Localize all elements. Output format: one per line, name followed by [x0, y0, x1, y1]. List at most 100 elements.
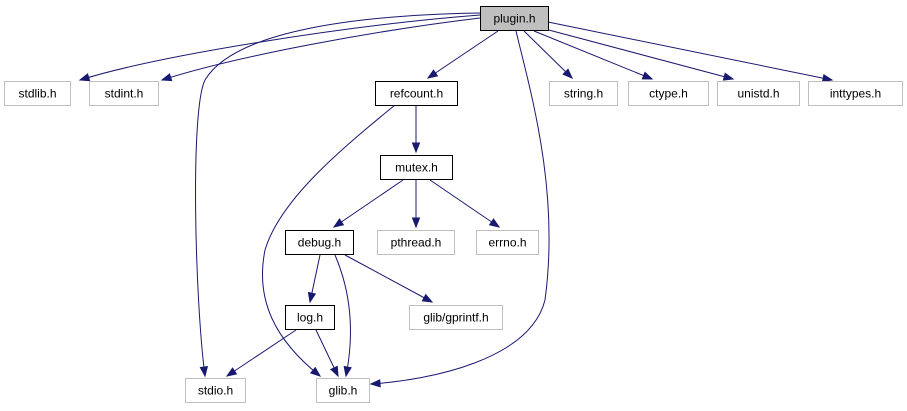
node-errno[interactable]: errno.h [476, 230, 539, 255]
node-box[interactable] [4, 81, 71, 106]
edge-plugin-to-stdlib [78, 14, 481, 82]
edge-line [334, 254, 351, 377]
edge-arrowhead [332, 218, 345, 228]
edge-debug-to-gprintf [344, 254, 434, 303]
node-ctype[interactable]: ctype.h [628, 81, 709, 106]
edge-line [533, 30, 653, 80]
edge-arrowhead [160, 73, 173, 82]
edge-line [344, 254, 433, 303]
edge-arrowhead [488, 218, 501, 228]
node-label: stdlib.h [18, 87, 56, 101]
node-label: pthread.h [391, 236, 442, 250]
node-label: errno.h [488, 236, 526, 250]
node-label: glib.h [329, 384, 358, 398]
edge-arrowhead [562, 68, 573, 79]
edge-line [547, 21, 833, 81]
edge-line [79, 14, 481, 81]
node-label: unistd.h [737, 87, 779, 101]
edge-mutex-to-errno [429, 179, 501, 228]
edge-arrowhead [421, 293, 434, 303]
edge-arrowhead [78, 73, 91, 82]
edge-arrowhead [426, 69, 439, 79]
edge-debug-to-glib [334, 254, 352, 378]
node-box[interactable] [375, 81, 458, 106]
node-box[interactable] [185, 378, 246, 403]
node-stdint[interactable]: stdint.h [89, 81, 159, 106]
edge-plugin-to-refcount [426, 30, 499, 79]
edge-line [429, 179, 500, 228]
edge-plugin-to-inttypes [547, 21, 834, 83]
edges-layer [78, 12, 834, 388]
edge-arrowhead [309, 366, 322, 377]
edge-plugin-to-glib [369, 30, 550, 388]
node-box[interactable] [377, 230, 455, 255]
node-label: inttypes.h [830, 87, 881, 101]
node-gprintf[interactable]: glib/gprintf.h [409, 305, 503, 330]
edge-arrowhead [821, 73, 834, 83]
node-box[interactable] [476, 230, 539, 255]
node-label: stdio.h [198, 384, 233, 398]
edge-arrowhead [330, 365, 339, 378]
edge-arrowhead [343, 365, 352, 378]
edge-line [161, 17, 481, 81]
node-mutex[interactable]: mutex.h [380, 155, 453, 180]
nodes-layer: plugin.h stdlib.h stdint.h refcount.h string… [4, 6, 903, 403]
node-inttypes[interactable]: inttypes.h [808, 81, 903, 106]
edge-arrowhead [411, 217, 421, 229]
edge-refcount-to-mutex [411, 105, 421, 154]
node-box[interactable] [717, 81, 800, 106]
node-label: string.h [564, 87, 603, 101]
node-box[interactable] [808, 81, 903, 106]
edge-plugin-to-ctype [533, 30, 654, 80]
edge-arrowhead [722, 72, 735, 81]
node-stdlib[interactable]: stdlib.h [4, 81, 71, 106]
node-label: plugin.h [493, 12, 535, 26]
edge-line [370, 30, 550, 385]
edge-line [226, 329, 297, 377]
edge-line [195, 12, 481, 377]
node-box[interactable] [628, 81, 709, 106]
node-box[interactable] [316, 378, 370, 403]
node-box[interactable] [89, 81, 159, 106]
edge-mutex-to-pthread [411, 180, 421, 229]
node-box[interactable] [409, 305, 503, 330]
node-stdio[interactable]: stdio.h [185, 378, 246, 403]
node-string[interactable]: string.h [549, 81, 618, 106]
node-unistd[interactable]: unistd.h [717, 81, 800, 106]
edge-line [523, 30, 573, 79]
edge-arrowhead [641, 71, 654, 80]
node-box[interactable] [285, 305, 335, 330]
node-box[interactable] [380, 155, 453, 180]
node-box[interactable] [549, 81, 618, 106]
node-box[interactable] [480, 6, 549, 31]
node-box[interactable] [285, 230, 354, 255]
node-debug[interactable]: debug.h [285, 230, 354, 255]
node-label: log.h [297, 311, 323, 325]
edge-line [427, 30, 499, 79]
edge-arrowhead [369, 379, 381, 388]
edge-arrowhead [225, 367, 238, 377]
node-refcount[interactable]: refcount.h [375, 81, 458, 106]
edge-line [333, 179, 404, 228]
edge-plugin-to-stdint [160, 17, 481, 82]
edge-debug-to-log [307, 254, 321, 304]
node-log[interactable]: log.h [285, 305, 335, 330]
edge-plugin-to-unistd [544, 28, 735, 81]
node-label: ctype.h [649, 87, 688, 101]
edge-arrowhead [199, 366, 209, 378]
edge-log-to-glib [315, 329, 339, 378]
edge-line [544, 28, 734, 80]
node-pthread[interactable]: pthread.h [377, 230, 455, 255]
edge-plugin-to-stdio [195, 12, 481, 378]
node-label: refcount.h [390, 87, 443, 101]
node-label: debug.h [298, 236, 341, 250]
node-label: glib/gprintf.h [423, 311, 488, 325]
node-label: stdint.h [105, 87, 144, 101]
node-label: mutex.h [395, 161, 438, 175]
node-glib[interactable]: glib.h [316, 378, 370, 403]
edge-plugin-to-string [523, 30, 573, 79]
edge-log-to-stdio [225, 329, 297, 377]
node-plugin[interactable]: plugin.h [480, 6, 549, 31]
edge-arrowhead [411, 142, 421, 154]
